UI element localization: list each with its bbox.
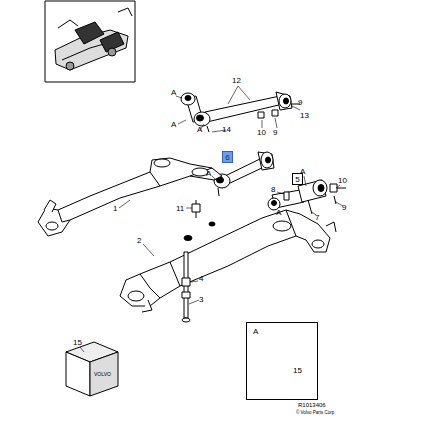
detail-ref: A <box>253 328 258 336</box>
detail-ref: A <box>171 89 176 97</box>
callout-number: 8 <box>271 186 275 194</box>
callout-number: 11 <box>176 205 184 213</box>
callout-number: 9 <box>273 129 277 137</box>
cross-member-1 <box>38 158 222 236</box>
drawing-number: R1013406 <box>298 402 326 408</box>
boxed-callout: 5 <box>292 173 303 185</box>
overview-inset <box>45 1 135 82</box>
callout-number: 15 <box>293 367 302 375</box>
callout-number: 6 <box>223 154 232 162</box>
torque-rod-middle <box>196 152 274 218</box>
callout-number: 9 <box>298 99 302 107</box>
parts-kit-box <box>66 342 118 396</box>
callout-number: 2 <box>137 237 141 245</box>
callout-number: 12 <box>232 77 241 85</box>
callout-number: 13 <box>300 112 309 120</box>
copyright-note: © Volvo Parts Corp <box>296 411 334 416</box>
overview-sketch <box>55 8 132 70</box>
brand-mark: VOLVO <box>94 372 111 377</box>
detail-ref: A <box>197 126 202 134</box>
bolt-and-nut <box>182 204 200 322</box>
cross-member-2 <box>120 210 336 312</box>
detail-ref: A <box>276 209 281 217</box>
callout-number: 15 <box>73 339 82 347</box>
callout-number: 9 <box>342 204 346 212</box>
detail-ref: A <box>206 170 211 178</box>
callout-number: 10 <box>257 129 266 137</box>
callout-number: 7 <box>315 214 319 222</box>
callout-number: 1 <box>113 205 117 213</box>
detail-ref: A <box>171 121 176 129</box>
callout-number: 4 <box>199 275 203 283</box>
detail-inset: A 15 <box>246 322 318 400</box>
highlighted-callout: 6 <box>222 151 233 163</box>
callout-number: 3 <box>199 296 203 304</box>
callout-number: 14 <box>222 126 231 134</box>
callout-number: 5 <box>293 176 302 184</box>
callout-number: 10 <box>338 177 347 185</box>
